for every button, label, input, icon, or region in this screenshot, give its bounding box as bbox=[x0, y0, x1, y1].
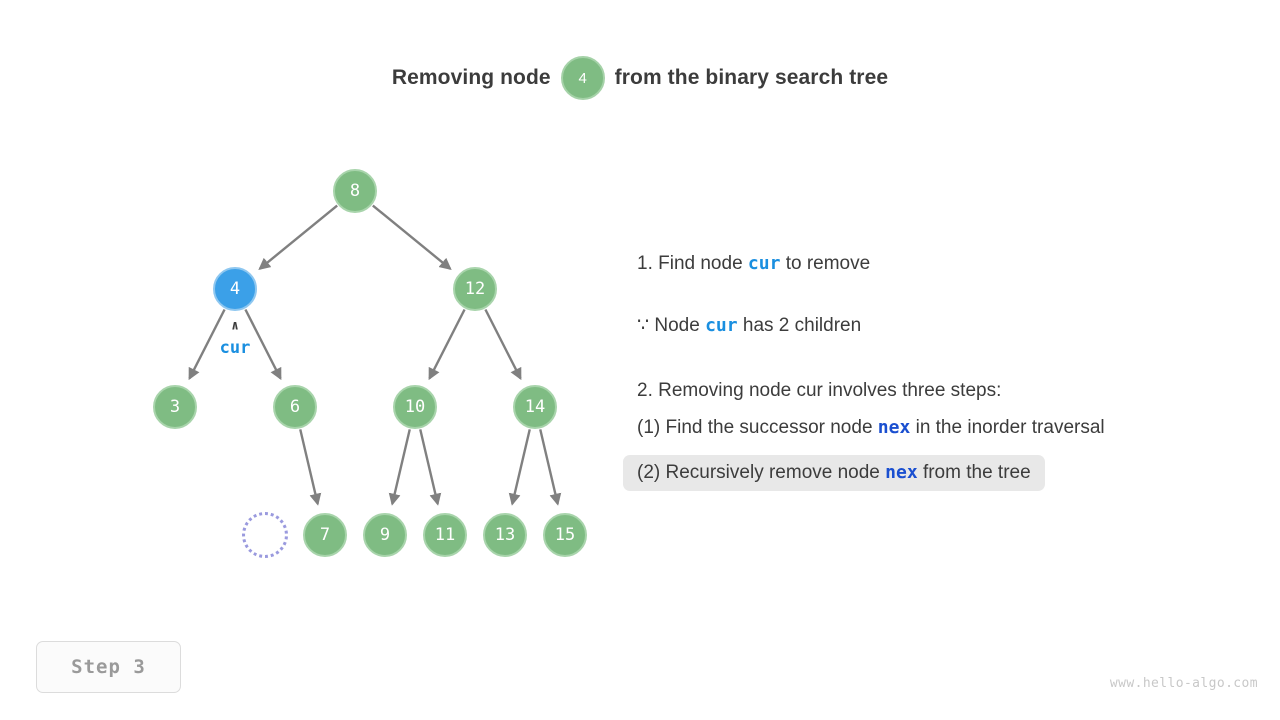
keyword-nex: nex bbox=[877, 417, 911, 438]
tree-node-9: 9 bbox=[363, 513, 407, 557]
tree-edge-4-to-3 bbox=[188, 308, 226, 381]
tree-node-label: 9 bbox=[379, 524, 391, 545]
tree-node-12: 12 bbox=[453, 267, 497, 311]
tree-node-label: 7 bbox=[319, 524, 331, 545]
tree-node-8: 8 bbox=[333, 169, 377, 213]
line5-post: from the tree bbox=[917, 462, 1031, 483]
tree-edge-14-to-15 bbox=[539, 429, 562, 506]
tree-node-10: 10 bbox=[393, 385, 437, 429]
tree-edge-10-to-11 bbox=[419, 429, 442, 506]
tree-edges bbox=[188, 204, 562, 506]
page-title: Removing node 4 from the binary search t… bbox=[0, 56, 1280, 100]
tree-edge-4-to-6 bbox=[244, 308, 282, 381]
line1-post: to remove bbox=[780, 253, 871, 274]
tree-edge-8-to-12 bbox=[372, 204, 452, 270]
tree-node-4: 4 bbox=[213, 267, 257, 311]
tree-node-label: 4 bbox=[229, 278, 241, 299]
explanation-line-3: 2. Removing node cur involves three step… bbox=[637, 380, 1002, 401]
tree-node-empty-slot bbox=[242, 512, 288, 558]
tree-edge-12-to-10 bbox=[428, 308, 466, 381]
explanation-line-1: 1. Find node cur to remove bbox=[637, 254, 870, 273]
tree-edge-10-to-9 bbox=[388, 429, 411, 506]
cur-pointer-caret: ∧ bbox=[231, 318, 239, 334]
tree-node-label: 6 bbox=[289, 396, 301, 417]
tree-node-7: 7 bbox=[303, 513, 347, 557]
step-badge: Step 3 bbox=[36, 641, 181, 693]
tree-node-11: 11 bbox=[423, 513, 467, 557]
explanation-line-5-highlighted: (2) Recursively remove node nex from the… bbox=[623, 455, 1045, 491]
title-node-badge: 4 bbox=[560, 56, 605, 100]
tree-node-label: 14 bbox=[524, 396, 546, 417]
line2-post: has 2 children bbox=[737, 315, 862, 336]
tree-node-13: 13 bbox=[483, 513, 527, 557]
tree-node-3: 3 bbox=[153, 385, 197, 429]
line2-pre: ∵ Node bbox=[637, 315, 706, 336]
cur-pointer-label: cur bbox=[219, 338, 251, 358]
line5-pre: (2) Recursively remove node bbox=[637, 462, 886, 483]
tree-edge-8-to-4 bbox=[258, 204, 338, 270]
footer-url: www.hello-algo.com bbox=[1109, 676, 1258, 691]
title-prefix: Removing node bbox=[391, 66, 551, 89]
explanation-line-2: ∵ Node cur has 2 children bbox=[637, 316, 861, 335]
explanation-line-4: (1) Find the successor node nex in the i… bbox=[637, 418, 1105, 437]
binary-search-tree-diagram: 8 4 12 3 6 10 14 7 9 11 13 15 ∧ cur bbox=[0, 0, 640, 640]
tree-node-6: 6 bbox=[273, 385, 317, 429]
tree-edge-14-to-13 bbox=[508, 429, 531, 506]
tree-node-15: 15 bbox=[543, 513, 587, 557]
tree-node-14: 14 bbox=[513, 385, 557, 429]
tree-edge-6-to-7 bbox=[299, 429, 322, 506]
tree-node-label: 12 bbox=[464, 278, 486, 299]
title-suffix: from the binary search tree bbox=[614, 66, 889, 89]
line4-pre: (1) Find the successor node bbox=[637, 417, 878, 438]
tree-node-label: 11 bbox=[434, 524, 456, 545]
tree-node-label: 3 bbox=[169, 396, 181, 417]
keyword-cur: cur bbox=[705, 315, 738, 336]
tree-edge-12-to-14 bbox=[484, 308, 522, 381]
tree-node-label: 13 bbox=[494, 524, 516, 545]
keyword-cur: cur bbox=[747, 253, 781, 274]
tree-node-label: 8 bbox=[349, 180, 361, 201]
line1-pre: 1. Find node bbox=[637, 253, 748, 274]
line4-post: in the inorder traversal bbox=[910, 417, 1105, 438]
tree-node-label: 15 bbox=[554, 524, 576, 545]
keyword-nex: nex bbox=[885, 462, 918, 483]
tree-node-label: 10 bbox=[404, 396, 426, 417]
